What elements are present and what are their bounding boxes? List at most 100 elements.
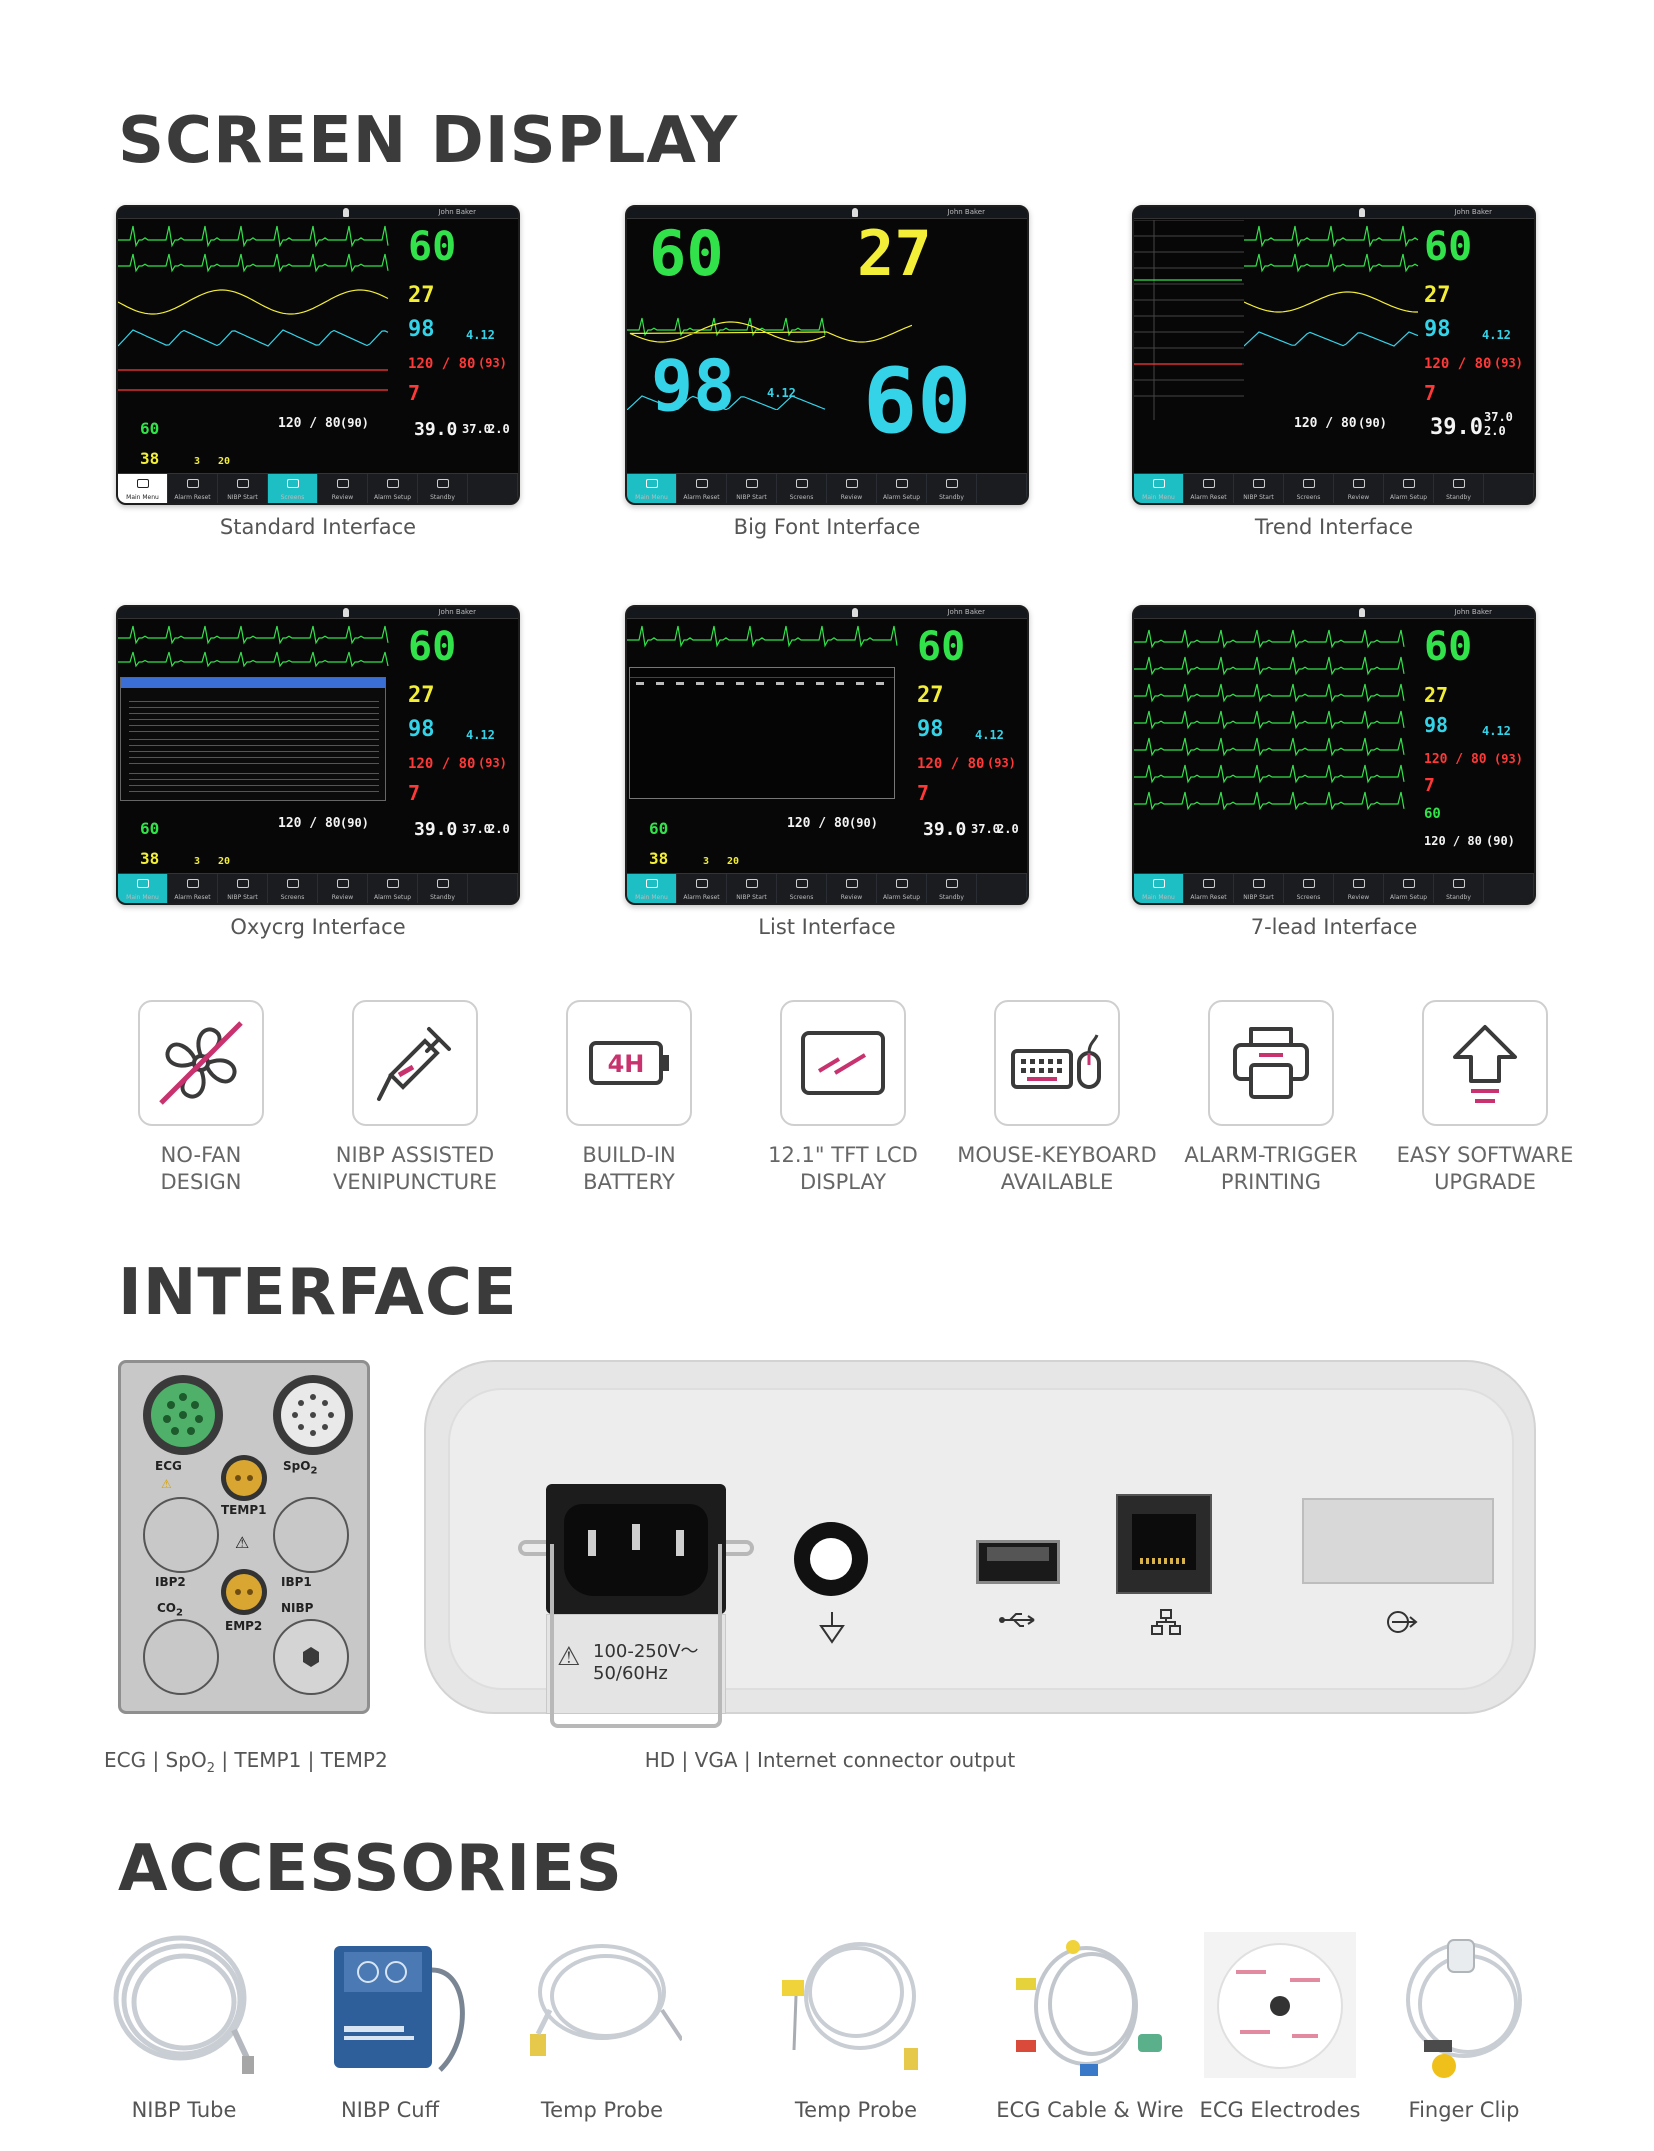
battery-icon: 4H <box>566 1000 692 1126</box>
hr-value: 60 <box>649 217 724 290</box>
toolbar-button: Alarm Reset <box>1184 874 1234 903</box>
temp1-connector-face <box>226 1460 262 1496</box>
toolbar-label: Alarm Reset <box>174 494 211 501</box>
toolbar-icon <box>136 479 149 488</box>
toolbar-button: Screens <box>1284 474 1334 503</box>
toolbar-icon <box>845 879 858 888</box>
spo2-value: 98 <box>1424 317 1451 342</box>
toolbar-button: Standby <box>1434 874 1484 903</box>
toolbar-button: NIBP Start <box>727 874 777 903</box>
output-port-cover <box>1302 1498 1494 1584</box>
temp1-connector <box>221 1455 267 1501</box>
toolbar-icon <box>136 879 149 888</box>
toolbar-button: Main Menu <box>627 874 677 903</box>
toolbar-button: Alarm Setup <box>877 474 927 503</box>
ibp1-mean: (93) <box>478 756 507 770</box>
toolbar-label: Alarm Reset <box>174 894 211 901</box>
battery-badge: 4H <box>608 1050 645 1078</box>
mouse-keyboard-icon <box>994 1000 1120 1126</box>
toolbar-icon <box>645 879 658 888</box>
toolbar-button: Screens <box>268 474 318 503</box>
patient-icon <box>343 208 349 217</box>
ibp1-mean: (93) <box>1494 752 1523 766</box>
toolbar-button: NIBP Start <box>1234 474 1284 503</box>
hr-value: 60 <box>408 224 457 270</box>
upgrade-arrow-icon <box>1422 1000 1548 1126</box>
printer-icon <box>1208 1000 1334 1126</box>
equipotential-terminal <box>794 1522 868 1596</box>
nibp-mean: (90) <box>340 816 369 830</box>
spo2-value: 98 <box>917 717 944 742</box>
ibp1-mean: (93) <box>478 356 507 370</box>
toolbar-label: Screens <box>1296 894 1321 901</box>
toolbar-icon <box>286 879 299 888</box>
screen-caption: Big Font Interface <box>733 515 921 539</box>
feature-line1: ALARM-TRIGGER <box>1184 1143 1358 1167</box>
power-retainer-bracket <box>550 1544 722 1728</box>
toolbar-button: Review <box>827 474 877 503</box>
toolbar-button: Alarm Setup <box>368 474 418 503</box>
toolbar-button: Review <box>1334 474 1384 503</box>
toolbar-button: Standby <box>927 874 977 903</box>
toolbar-button: Standby <box>927 474 977 503</box>
feature-line1: 12.1" TFT LCD <box>768 1143 918 1167</box>
ibp2-value: 7 <box>408 381 421 405</box>
toolbar-button: Main Menu <box>118 874 168 903</box>
blank-port-left-bottom <box>143 1619 219 1695</box>
feature-line2: UPGRADE <box>1434 1170 1536 1194</box>
spo2-value: 98 <box>651 345 736 427</box>
resp-value: 27 <box>1424 283 1451 308</box>
waveform-area <box>1244 225 1419 347</box>
port-caption-b: | TEMP1 | TEMP2 <box>214 1748 388 1772</box>
ecg-electrode-icon <box>1200 1930 1360 2080</box>
status-tray <box>1484 874 1534 903</box>
temp2-value: 37.0 <box>971 822 1000 836</box>
oxycrg-spo2-trend <box>129 738 379 764</box>
spo2-connector <box>273 1375 353 1455</box>
toolbar-icon <box>1202 879 1215 888</box>
co2-b-value: 3 <box>194 456 201 467</box>
feature-line2: BATTERY <box>583 1170 675 1194</box>
oxycrg-header <box>121 678 385 688</box>
pi-value: 4.12 <box>1482 328 1511 342</box>
toolbar-button: NIBP Start <box>727 474 777 503</box>
status-tray <box>1484 474 1534 503</box>
power-frequency: 50/60Hz <box>593 1663 668 1684</box>
co2-b-value: 3 <box>703 856 710 867</box>
hr-value: 60 <box>917 624 966 670</box>
toolbar-button: Standby <box>1434 474 1484 503</box>
port-caption: ECG | SpO2 | TEMP1 | TEMP2 <box>104 1748 388 1776</box>
ethernet-contacts <box>1140 1558 1188 1564</box>
feature-line1: NIBP ASSISTED <box>335 1143 495 1167</box>
nibp-mean: (90) <box>1358 416 1387 430</box>
toolbar-label: Alarm Setup <box>1389 894 1428 901</box>
toolbar-button: Standby <box>418 474 468 503</box>
toolbar-icon <box>895 479 908 488</box>
ibp2-value: 7 <box>1424 775 1435 796</box>
ecg-connector-face <box>151 1383 215 1447</box>
toolbar-label: Alarm Setup <box>1389 494 1428 501</box>
toolbar-label: NIBP Start <box>227 894 258 901</box>
toolbar-button: Main Menu <box>1134 474 1184 503</box>
ecg-cable-icon <box>1010 1930 1170 2080</box>
accessory-temp-probe-2: Temp Probe <box>776 1930 936 2130</box>
rear-caption: HD | VGA | Internet connector output <box>644 1748 1016 1772</box>
accessory-name: ECG Electrodes <box>1199 2098 1361 2122</box>
patient-icon <box>1359 608 1365 617</box>
toolbar-button: Review <box>827 874 877 903</box>
toolbar-button: Review <box>318 874 368 903</box>
toolbar-icon <box>286 479 299 488</box>
toolbar-icon <box>1202 479 1215 488</box>
list-row <box>636 682 890 685</box>
